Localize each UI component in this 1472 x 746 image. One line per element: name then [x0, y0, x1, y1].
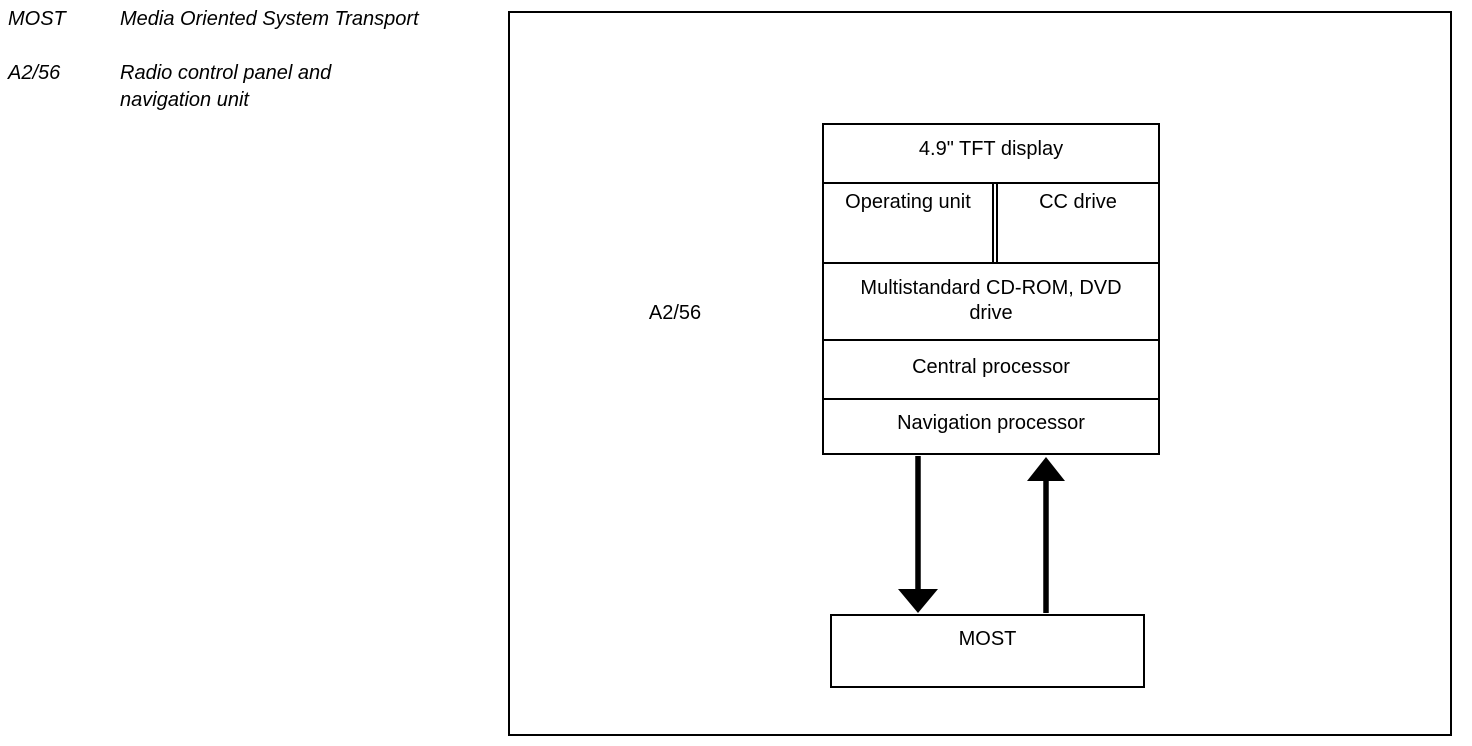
block-navigation-processor: Navigation processor: [897, 412, 1085, 434]
legend-item-a2-56: A2/56 Radio control panel and navigation…: [8, 60, 419, 114]
most-bus-label: MOST: [958, 628, 1017, 650]
block-central-processor: Central processor: [824, 341, 1158, 400]
legend-description: Radio control panel and navigation unit: [120, 62, 332, 111]
legend-description: Media Oriented System Transport: [120, 8, 419, 30]
legend-abbr: MOST: [8, 8, 66, 30]
block-split-row: Operating unit CC drive: [824, 184, 1158, 264]
block-stack: 4.9" TFT display Operating unit CC drive…: [822, 123, 1160, 455]
most-bus-box: MOST: [830, 614, 1145, 688]
block-operating-unit: Operating unit: [824, 184, 994, 262]
unit-label: A2/56: [648, 302, 702, 324]
block-cc-drive: CC drive: [996, 184, 1158, 262]
block-tft-display: 4.9" TFT display: [824, 125, 1158, 184]
double-line-divider: [994, 184, 996, 262]
legend-abbr: A2/56: [8, 62, 61, 84]
legend-item-most: MOST Media Oriented System Transport: [8, 6, 419, 33]
legend: MOST Media Oriented System Transport A2/…: [8, 6, 419, 141]
block-cd-dvd-drive: Multistandard CD-ROM, DVD drive: [824, 264, 1158, 341]
